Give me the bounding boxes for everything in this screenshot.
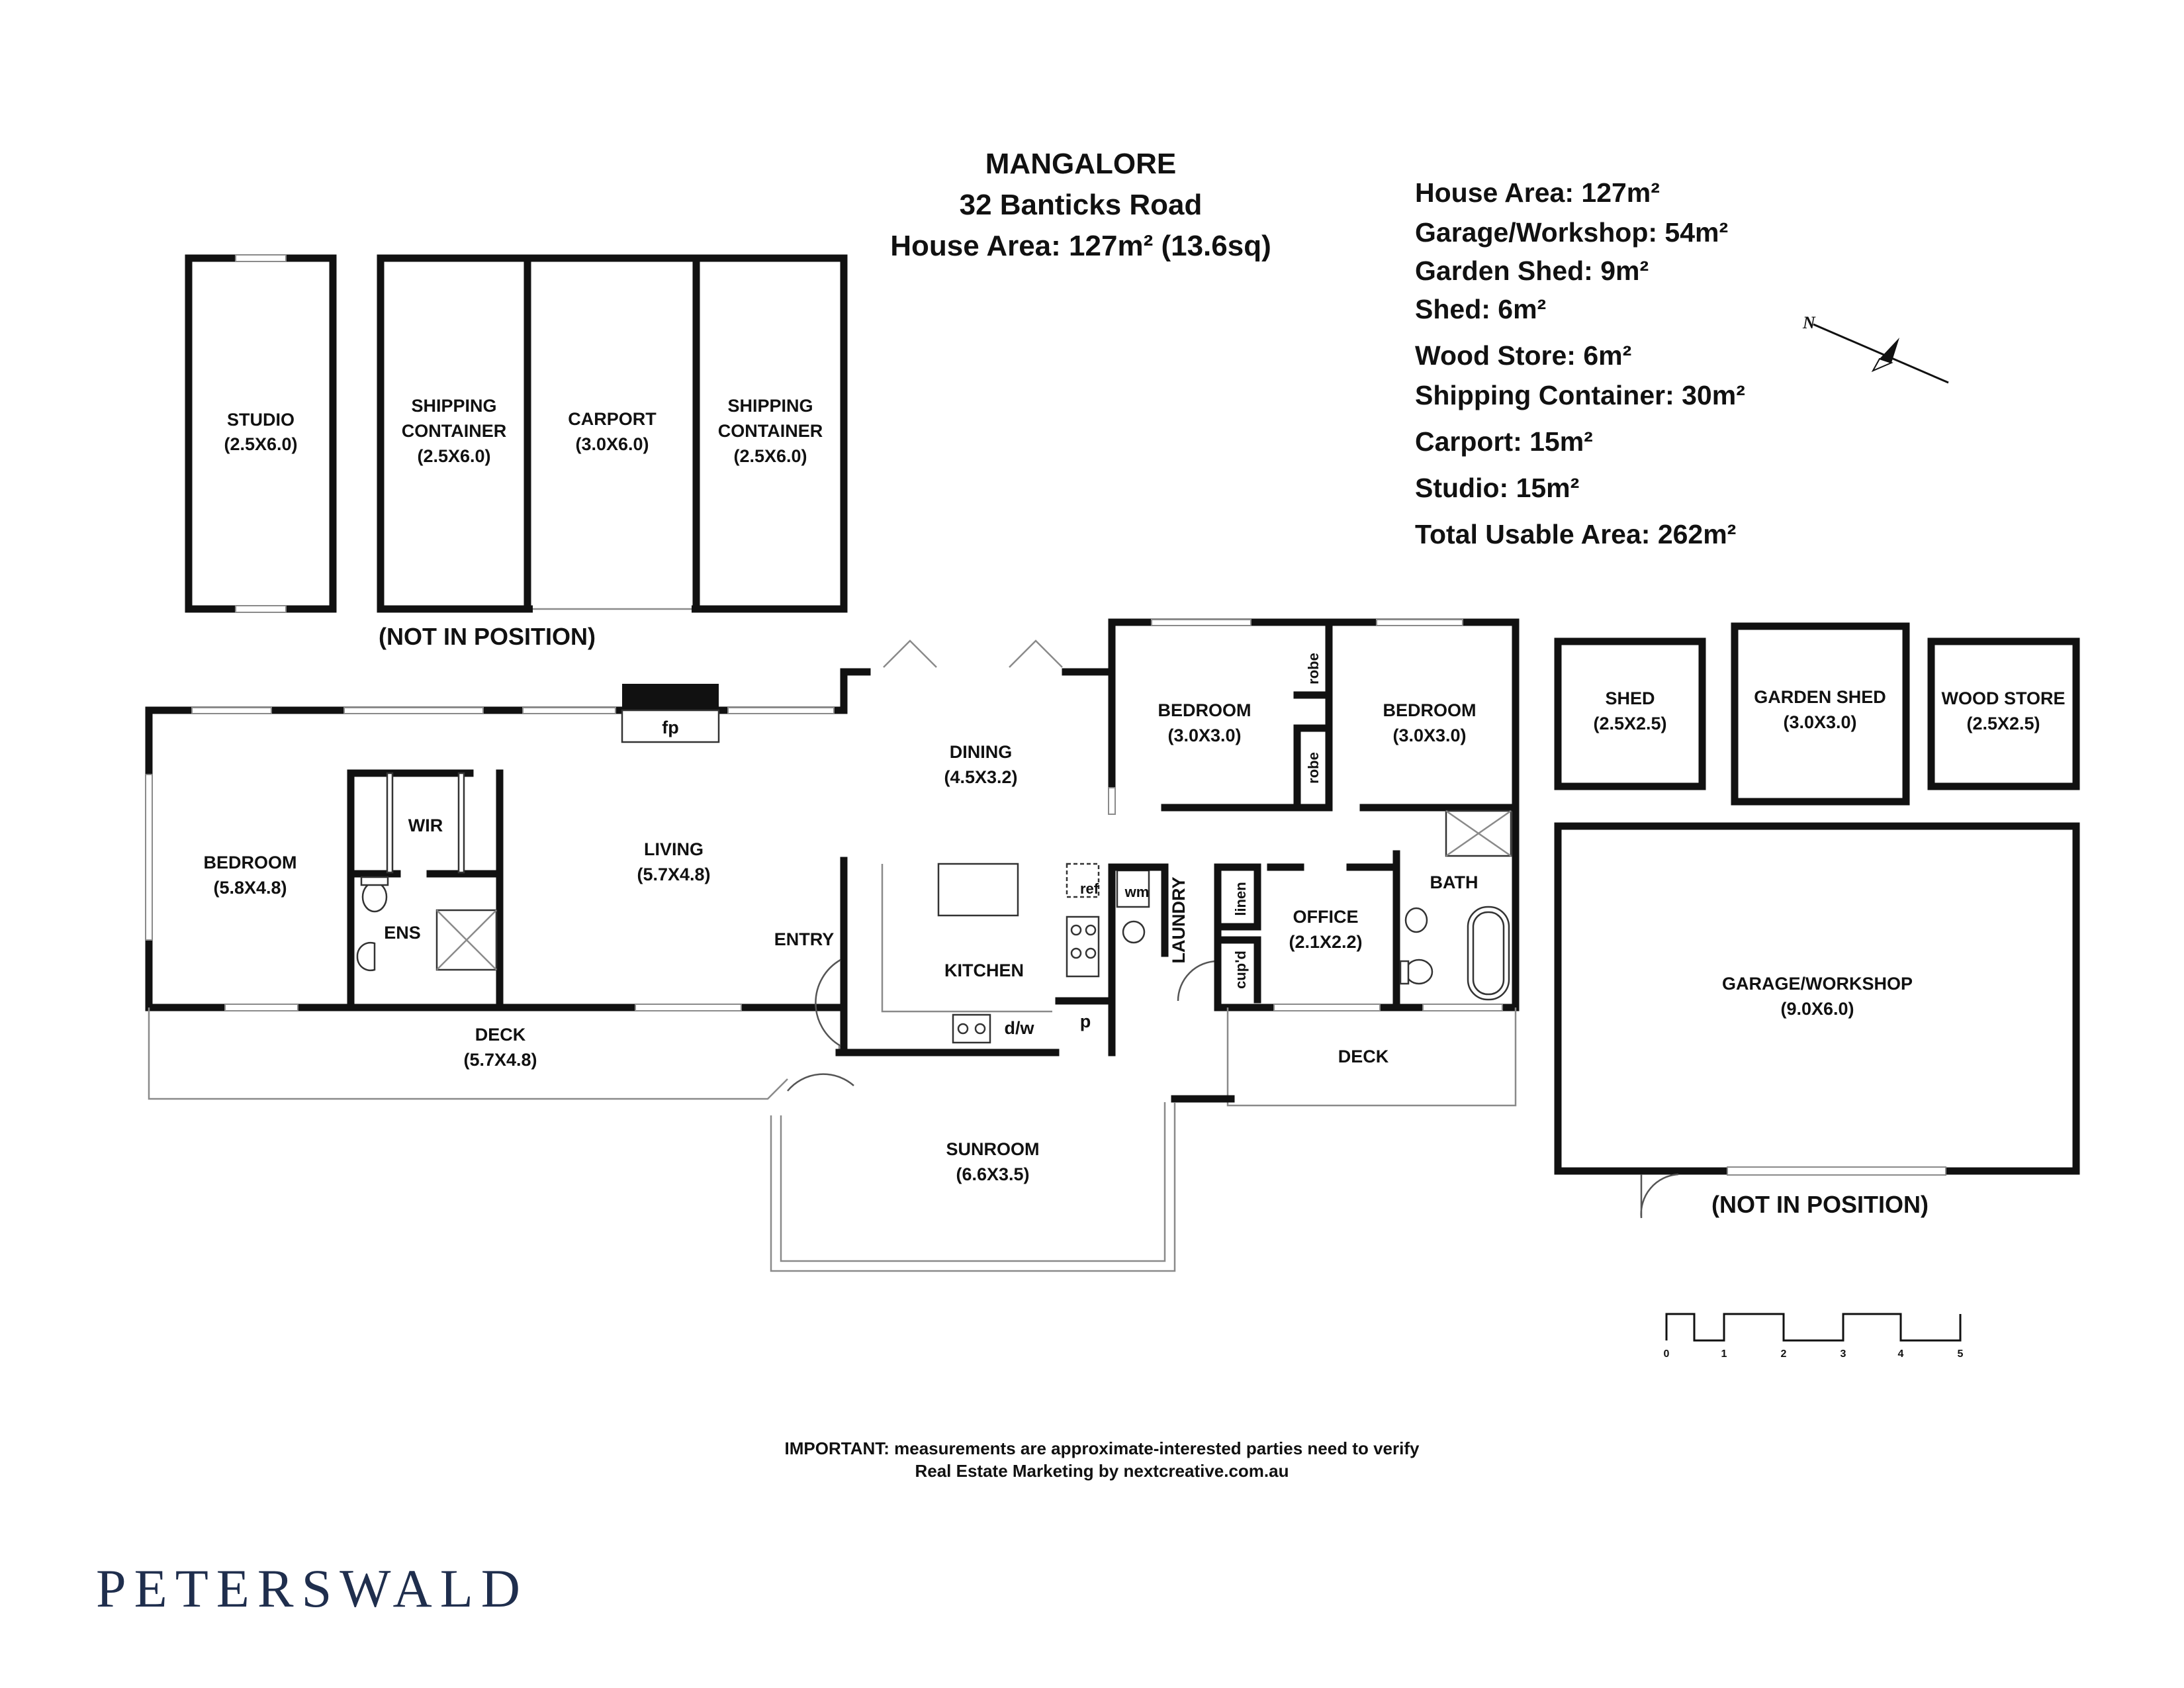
area-line: Shed: 6m² — [1415, 294, 1546, 324]
carport-label: CARPORT — [568, 409, 657, 429]
deck-outline — [148, 1008, 788, 1100]
wir-label: WIR — [408, 816, 443, 835]
not-in-position-note: (NOT IN POSITION) — [379, 623, 596, 650]
area-line: Total Usable Area: 262m² — [1415, 519, 1736, 549]
area-line: Studio: 15m² — [1415, 473, 1579, 503]
bedroom-3-label: BEDROOM — [1383, 700, 1477, 720]
header-suburb: MANGALORE — [985, 148, 1176, 180]
scale-tick-label: 2 — [1781, 1348, 1787, 1360]
fireplace-label: fp — [662, 718, 678, 737]
area-line: Garden Shed: 9m² — [1415, 256, 1649, 286]
entry-label: ENTRY — [774, 929, 835, 949]
kitchen-label: KITCHEN — [944, 961, 1024, 980]
carport-size: (3.0X6.0) — [575, 434, 649, 454]
garage-label: GARAGE/WORKSHOP — [1722, 974, 1913, 994]
dishwasher-label: d/w — [1005, 1018, 1035, 1038]
shipping-container-2-label: SHIPPING — [727, 396, 813, 416]
bedroom-main-size: (5.8X4.8) — [213, 878, 287, 898]
robe-label: robe — [1305, 752, 1322, 784]
header-address: 32 Banticks Road — [960, 189, 1203, 221]
bedroom-3-size: (3.0X3.0) — [1392, 726, 1466, 745]
office-label: OFFICE — [1293, 907, 1359, 927]
area-line: Shipping Container: 30m² — [1415, 380, 1745, 410]
deck-left-label: DECK — [475, 1025, 526, 1045]
area-line: Garage/Workshop: 54m² — [1415, 217, 1728, 248]
scale-tick-label: 3 — [1841, 1348, 1846, 1360]
cupboard-label: cup'd — [1232, 951, 1249, 989]
outbuildings-top: STUDIO (2.5X6.0) SHIPPING CONTAINER (2.5… — [185, 254, 848, 650]
scale-tick-label: 4 — [1898, 1348, 1904, 1360]
studio-size: (2.5X6.0) — [224, 434, 297, 454]
ref-label: ref — [1080, 880, 1099, 897]
credit-text: Real Estate Marketing by nextcreative.co… — [915, 1461, 1289, 1481]
dining-size: (4.5X3.2) — [944, 767, 1017, 787]
ensuite-label: ENS — [384, 923, 421, 943]
north-label: N — [1802, 313, 1816, 332]
deck-right-label: DECK — [1338, 1047, 1389, 1066]
laundry-label: LAUNDRY — [1169, 877, 1189, 964]
area-line: Wood Store: 6m² — [1415, 340, 1631, 371]
brand-logo: PETERSWALD — [96, 1558, 528, 1618]
wood-store-size: (2.5X2.5) — [1966, 714, 2040, 733]
garage-size: (9.0X6.0) — [1780, 999, 1854, 1019]
shipping-container-1-size: (2.5X6.0) — [417, 446, 490, 466]
sunroom-label: SUNROOM — [946, 1139, 1040, 1159]
plan-header: MANGALORE 32 Banticks Road House Area: 1… — [890, 148, 1271, 262]
studio-label: STUDIO — [227, 410, 295, 430]
wood-store-label: WOOD STORE — [1941, 688, 2065, 708]
north-arrow-icon: N — [1802, 313, 1949, 384]
house-wall — [145, 668, 871, 1011]
footer: IMPORTANT: measurements are approximate-… — [785, 1438, 1420, 1481]
scale-bar: 0 1 2 3 4 5 — [1664, 1313, 1964, 1360]
office-size: (2.1X2.2) — [1289, 932, 1362, 952]
deck-left-size: (5.7X4.8) — [463, 1050, 537, 1070]
linen-label: linen — [1232, 882, 1249, 915]
scale-tick-label: 0 — [1664, 1348, 1670, 1360]
garden-shed-size: (3.0X3.0) — [1783, 712, 1856, 732]
robe-label: robe — [1305, 653, 1322, 684]
bedroom-2-size: (3.0X3.0) — [1167, 726, 1241, 745]
outbuildings-right: SHED (2.5X2.5) GARDEN SHED (3.0X3.0) WOO… — [1554, 622, 2080, 1219]
disclaimer-text: IMPORTANT: measurements are approximate-… — [785, 1438, 1420, 1458]
dining-label: DINING — [950, 742, 1013, 762]
washing-machine-label: wm — [1124, 884, 1150, 900]
studio-walls — [185, 254, 337, 613]
bath-label: BATH — [1430, 872, 1479, 892]
not-in-position-note: (NOT IN POSITION) — [1711, 1191, 1929, 1218]
scale-tick-label: 1 — [1721, 1348, 1727, 1360]
living-size: (5.7X4.8) — [637, 865, 710, 884]
area-summary: House Area: 127m² Garage/Workshop: 54m² … — [1415, 177, 1745, 549]
header-house-area: House Area: 127m² (13.6sq) — [890, 230, 1271, 262]
shipping-container-1-label: CONTAINER — [402, 421, 507, 441]
garden-shed-walls — [1731, 622, 1910, 806]
shed-label: SHED — [1605, 688, 1655, 708]
shipping-container-2-label: CONTAINER — [718, 421, 823, 441]
bedroom-main-label: BEDROOM — [204, 853, 297, 872]
garden-shed-label: GARDEN SHED — [1754, 687, 1886, 707]
living-label: LIVING — [644, 839, 704, 859]
sunroom-size: (6.6X3.5) — [956, 1164, 1029, 1184]
shed-walls — [1554, 637, 1706, 790]
shed-size: (2.5X2.5) — [1593, 714, 1666, 733]
area-line: Carport: 15m² — [1415, 426, 1593, 457]
bedroom-2-label: BEDROOM — [1158, 700, 1251, 720]
pantry-label: p — [1080, 1011, 1091, 1031]
main-house: fp WIR ENS BEDROOM (5.8X4.8) LIVING (5.7… — [145, 618, 1520, 1272]
wood-store-walls — [1927, 637, 2080, 790]
area-line: House Area: 127m² — [1415, 177, 1660, 208]
scale-tick-label: 5 — [1958, 1348, 1964, 1360]
shipping-container-2-size: (2.5X6.0) — [733, 446, 807, 466]
shipping-container-1-label: SHIPPING — [411, 396, 496, 416]
